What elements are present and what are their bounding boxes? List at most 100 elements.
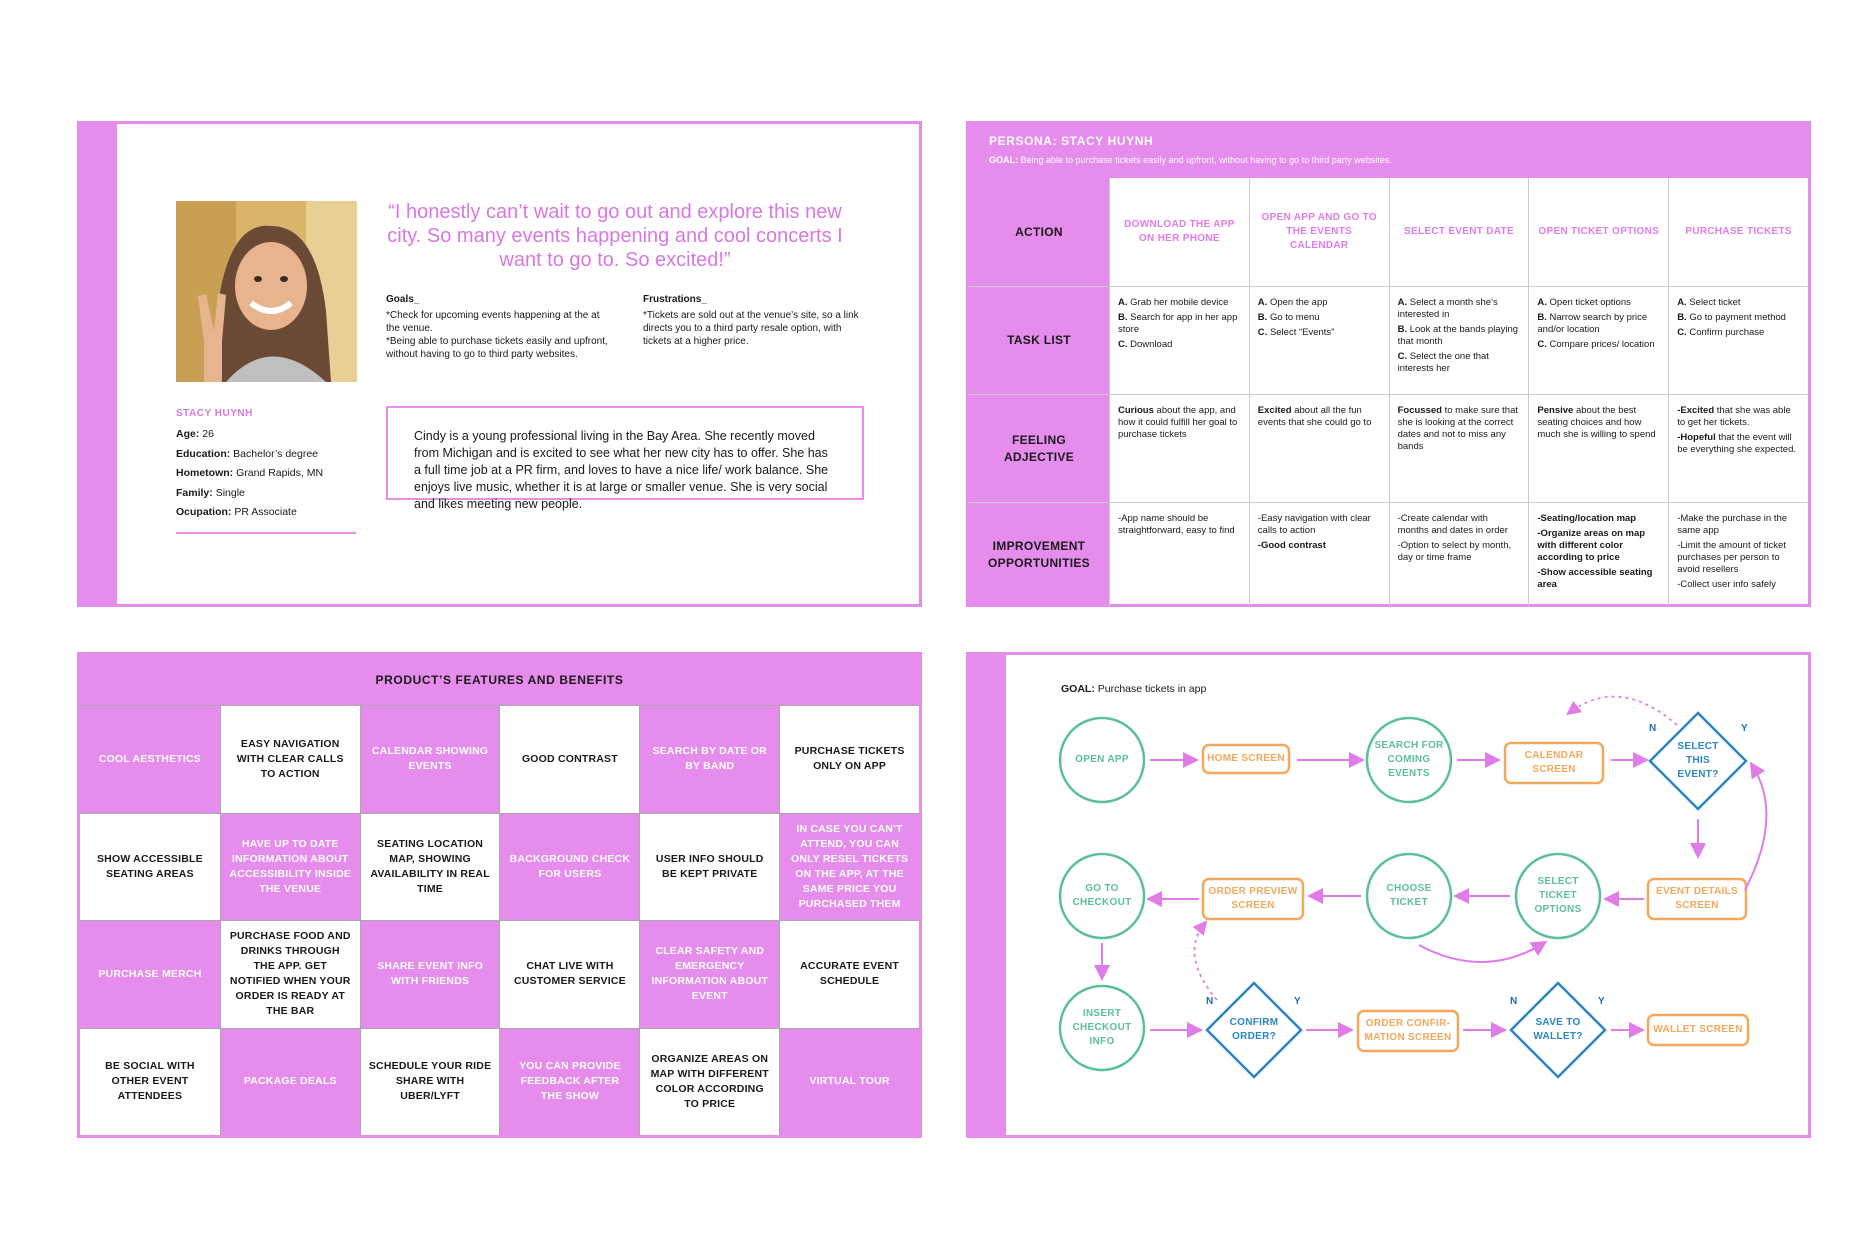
no-marker: N [1649, 723, 1657, 734]
persona-panel: “I honestly can’t wait to go out and exp… [77, 121, 922, 607]
yes-marker: Y [1741, 723, 1748, 734]
journey-cell-line: -App name should be straightforward, eas… [1118, 513, 1235, 536]
journey-cell-line: B. Go to payment method [1677, 312, 1786, 323]
journey-cell-line: -Good contrast [1257, 540, 1326, 551]
flow-diagram [1058, 695, 1768, 1079]
persona-bio: Cindy is a young professional living in … [386, 406, 864, 511]
journey-header: PERSONA: STACY HUYNH GOAL: Being able to… [969, 124, 1808, 178]
goals-text: *Check for upcoming events happening at … [386, 310, 608, 360]
label-home-screen: HOME SCREEN [1207, 753, 1285, 764]
journey-cell-line: -Limit the amount of ticket purchases pe… [1677, 540, 1786, 575]
journey-cell-line: A. Select a month she’s interested in [1397, 297, 1498, 320]
feature-cell: BACKGROUND CHECK FOR USERS [499, 812, 640, 920]
journey-cell-line: C. Confirm purchase [1677, 327, 1765, 338]
fact-age: Age: 26 [176, 428, 214, 440]
feature-cell: SCHEDULE YOUR RIDE SHARE WITH UBER/LYFT [359, 1027, 500, 1135]
feature-cell: GOOD CONTRAST [499, 705, 640, 813]
feature-cell: PURCHASE TICKETS ONLY ON APP [779, 705, 919, 813]
journey-row-label: FEELING ADJECTIVE [969, 394, 1109, 502]
journey-cell-line: B. Narrow search by price and/or locatio… [1537, 312, 1648, 335]
node-ticket-options [1514, 852, 1602, 940]
journey-cell-line: Excited about all the fun events that sh… [1257, 405, 1372, 428]
label-choose-ticket: CHOOSE TICKET [1386, 883, 1432, 908]
node-select-event [1648, 711, 1748, 811]
node-wallet [1646, 1013, 1750, 1047]
feature-cell: CLEAR SAFETY AND EMERGENCY INFORMATION A… [639, 920, 780, 1028]
journey-cell-line: -Collect user info safely [1677, 579, 1776, 590]
journey-cell-line: -Show accessible seating area [1537, 567, 1653, 590]
journey-cell-line: Curious about the app, and how it could … [1118, 405, 1238, 440]
feature-cell: HAVE UP TO DATE INFORMATION ABOUT ACCESS… [219, 812, 360, 920]
node-event-details [1646, 877, 1748, 921]
journey-cell: A. Open the app B. Go to menu C. Select “E… [1248, 286, 1389, 394]
feature-cell: SHOW ACCESSIBLE SEATING AREAS [80, 812, 220, 920]
node-choose-ticket [1365, 852, 1453, 940]
node-checkout [1058, 852, 1146, 940]
journey-cell-line: -Organize areas on map with different co… [1537, 528, 1646, 563]
fact-education: Education: Bachelor’s degree [176, 447, 319, 460]
node-insert-info [1058, 984, 1146, 1072]
label-order-preview: ORDER PREVIEW SCREEN [1208, 886, 1298, 911]
no-marker: N [1510, 996, 1518, 1007]
journey-cell-line: A. Select ticket [1677, 297, 1741, 308]
feature-cell: CHAT LIVE WITH CUSTOMER SERVICE [499, 920, 640, 1028]
feature-cell: IN CASE YOU CAN’T ATTEND, YOU CAN ONLY R… [779, 812, 919, 920]
journey-row-label: TASK LIST [969, 286, 1109, 394]
journey-cell: -Excited that she was able to get her ti… [1668, 394, 1808, 502]
journey-cell-line: -Make the purchase in the same app [1677, 513, 1788, 536]
journey-cell-line: A. Open the app [1257, 297, 1328, 308]
label-event-details: EVENT DETAILS SCREEN [1655, 886, 1739, 911]
journey-row-label: IMPROVEMENT OPPORTUNITIES [969, 502, 1109, 606]
panel-accent-strip [80, 124, 117, 604]
node-order-preview [1201, 877, 1305, 921]
node-open-app [1058, 716, 1146, 804]
journey-cell-line: C. Select “Events” [1257, 327, 1335, 338]
journey-title: PERSONA: STACY HUYNH [989, 134, 1154, 148]
node-save-wallet [1509, 981, 1607, 1079]
feature-cell: SEARCH BY DATE OR BY BAND [639, 705, 780, 813]
yes-marker: Y [1294, 996, 1301, 1007]
feature-cell: PACKAGE DEALS [219, 1027, 360, 1135]
journey-cell-line: B. Go to menu [1257, 312, 1320, 323]
feature-cell: PURCHASE FOOD AND DRINKS THROUGH THE APP… [219, 920, 360, 1028]
label-wallet: WALLET SCREEN [1653, 1024, 1743, 1035]
no-marker: N [1206, 996, 1214, 1007]
label-open-app: OPEN APP [1075, 754, 1129, 765]
feature-cell: SEATING LOCATION MAP, SHOWING AVAILABILI… [359, 812, 500, 920]
yes-marker: Y [1598, 996, 1605, 1007]
feature-cell: COOL AESTHETICS [80, 705, 220, 813]
label-search: SEARCH FOR COMING EVENTS [1374, 740, 1444, 779]
journey-cell: -Easy navigation with clear calls to act… [1248, 502, 1389, 606]
features-title: PRODUCT’S FEATURES AND BENEFITS [80, 655, 919, 705]
feature-cell: YOU CAN PROVIDE FEEDBACK AFTER THE SHOW [499, 1027, 640, 1135]
journey-action-header: OPEN TICKET OPTIONS [1528, 178, 1668, 286]
journey-goal: GOAL: Being able to purchase tickets eas… [989, 155, 1392, 165]
label-calendar: CALENDAR SCREEN [1524, 750, 1584, 775]
journey-cell: -Create calendar with months and dates i… [1388, 502, 1529, 606]
feature-cell: PURCHASE MERCH [80, 920, 220, 1028]
fact-hometown: Hometown: Grand Rapids, MN [176, 467, 324, 479]
persona-name: STACY HUYNH [176, 408, 253, 419]
feature-cell: BE SOCIAL WITH OTHER EVENT ATTENDEES [80, 1027, 220, 1135]
label-confirm-order: CONFIRM ORDER? [1229, 1017, 1279, 1042]
node-search [1365, 716, 1453, 804]
journey-cell: A. Select a month she’s interested in B. … [1388, 286, 1529, 394]
journey-cell-line: Pensive about the best seating choices a… [1537, 405, 1656, 440]
journey-action-header: SELECT EVENT DATE [1388, 178, 1529, 286]
node-calendar [1503, 741, 1605, 785]
persona-photo [176, 201, 357, 382]
journey-cell: Excited about all the fun events that sh… [1248, 394, 1389, 502]
flow-arrows [1094, 752, 1768, 1038]
journey-cell-line: -Option to select by month, day or time … [1397, 540, 1512, 563]
node-confirm-order [1205, 981, 1303, 1079]
flow-goal: GOAL: Purchase tickets in app [1061, 683, 1207, 695]
journey-cell: Curious about the app, and how it could … [1109, 394, 1249, 502]
persona-facts: Age: 26 Education: Bachelor’s degree Hom… [176, 425, 323, 523]
panel-accent-strip [969, 655, 1006, 1135]
label-save-wallet: SAVE TO WALLET? [1533, 1017, 1583, 1042]
journey-cell-line: -Easy navigation with clear calls to act… [1257, 513, 1371, 536]
journey-cell-line: B. Look at the bands playing that month [1397, 324, 1519, 347]
journey-cell: -App name should be straightforward, eas… [1109, 502, 1249, 606]
